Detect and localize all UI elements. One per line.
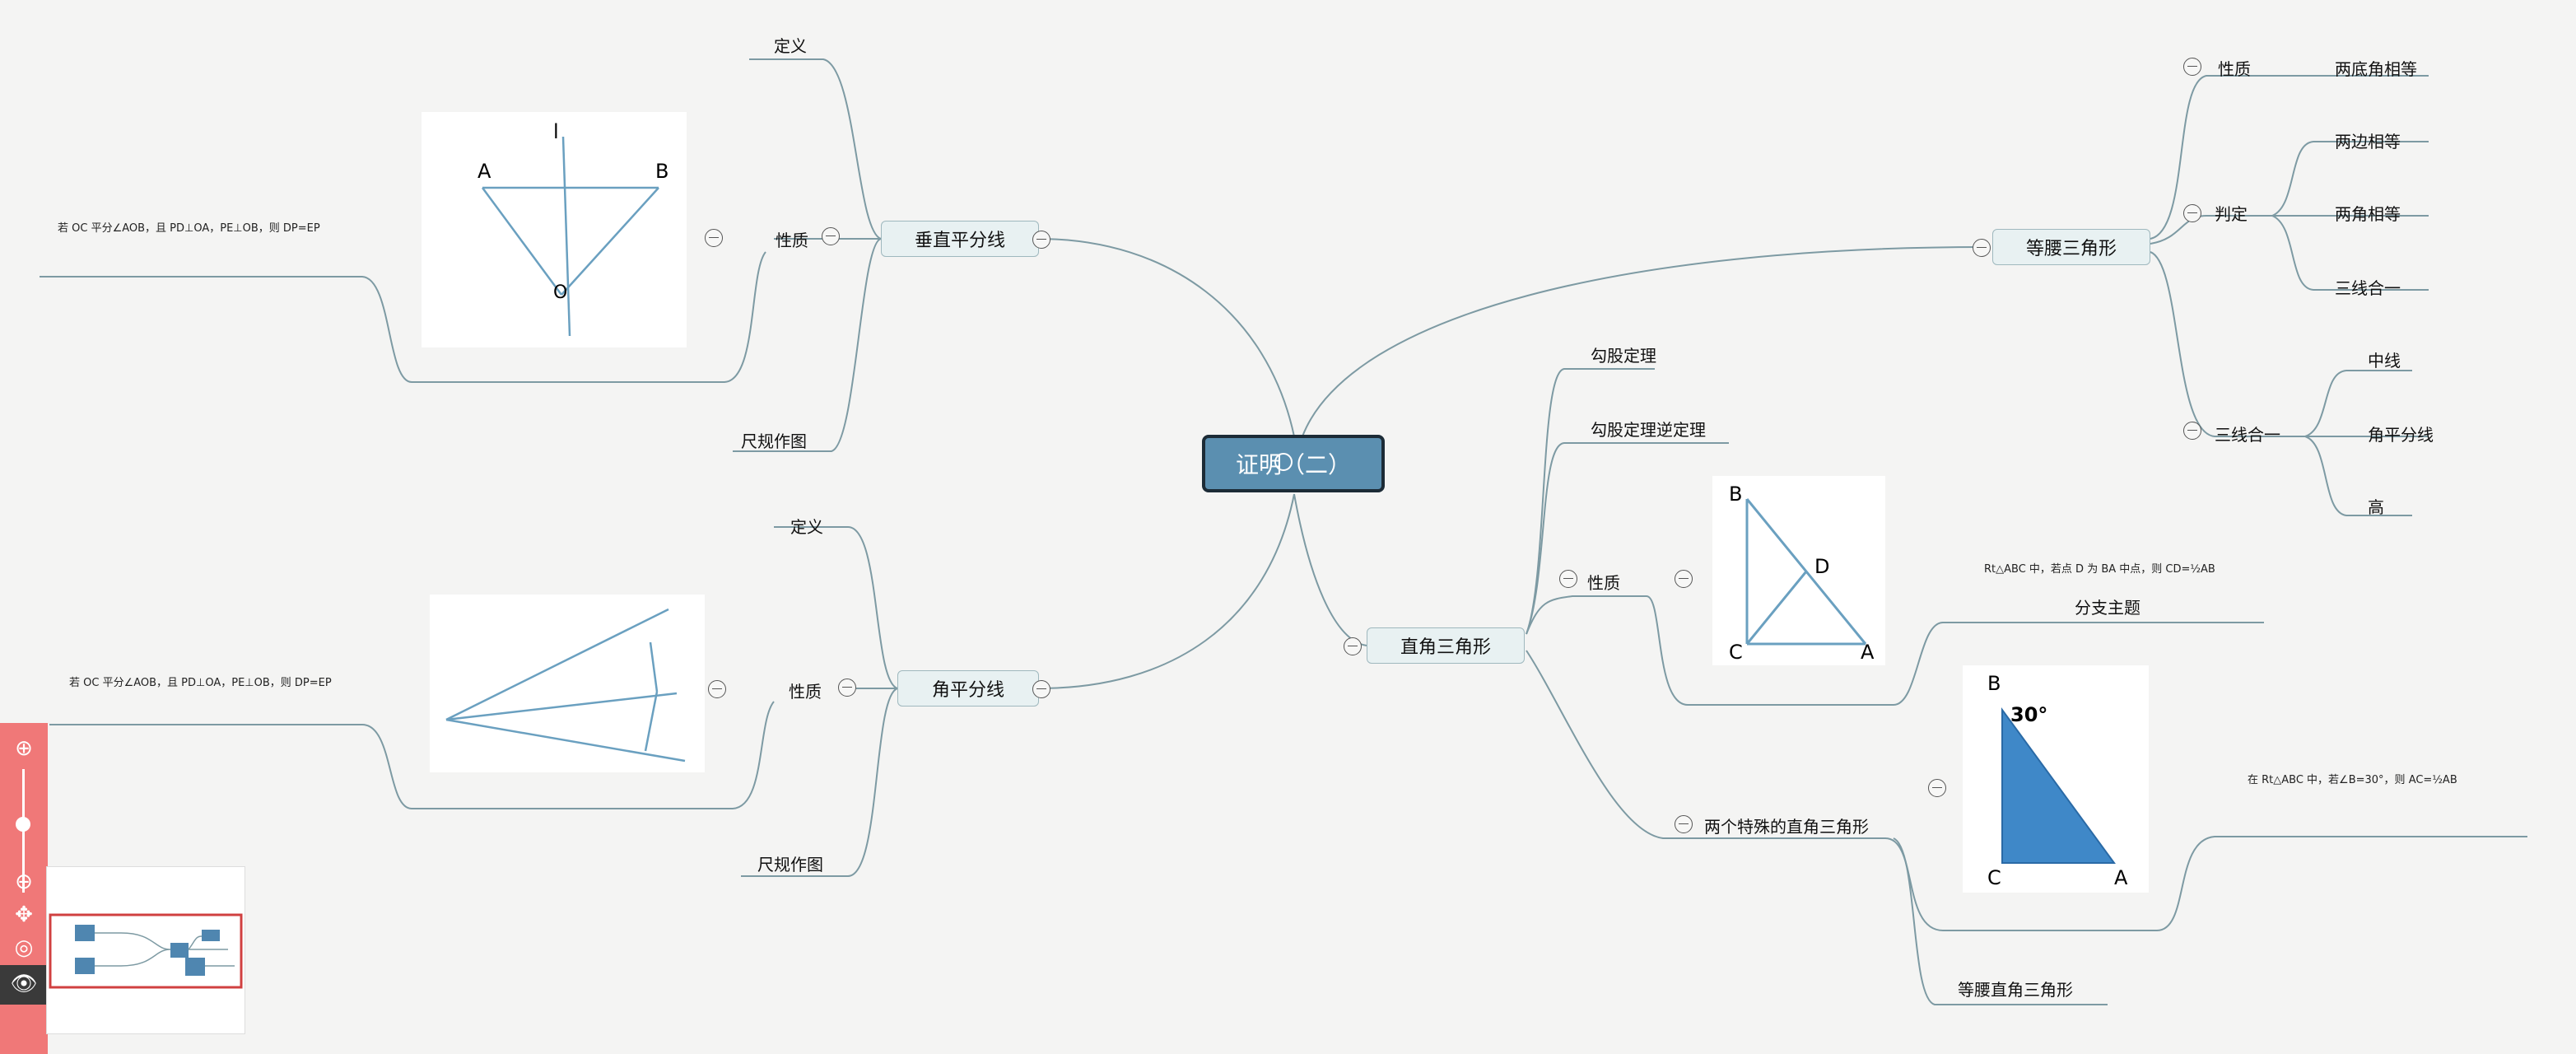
collapse-icon[interactable]: [838, 679, 856, 697]
zoom-in-icon[interactable]: ⊕: [15, 736, 33, 761]
topic-label: 直角三角形: [1400, 637, 1491, 658]
point-label: D: [1814, 555, 1829, 578]
subtopic-construction[interactable]: 尺规作图: [741, 431, 807, 451]
preview-toggle[interactable]: 👁: [0, 965, 48, 1005]
subtopic-pythagoras[interactable]: 勾股定理: [1591, 346, 1656, 366]
topic-perpendicular-bisector[interactable]: 垂直平分线: [881, 221, 1039, 257]
subtopic-isosceles-right[interactable]: 等腰直角三角形: [1958, 980, 2073, 1000]
special-triangle-note: 在 Rt△ABC 中，若∠B=30°，则 AC=½AB: [2248, 774, 2457, 786]
angle-bisector-diagram: [445, 608, 686, 763]
collapse-icon[interactable]: [1032, 231, 1050, 249]
eye-icon: 👁: [10, 972, 38, 996]
point-label: A: [477, 160, 491, 183]
collapse-icon[interactable]: [822, 227, 840, 245]
central-topic[interactable]: 证明（二）: [1202, 435, 1385, 492]
collapse-icon[interactable]: [1032, 680, 1050, 698]
subtopic-judgement[interactable]: 判定: [2215, 204, 2248, 224]
subtopic-property[interactable]: 性质: [789, 682, 822, 702]
topic-isosceles-triangle[interactable]: 等腰三角形: [1992, 229, 2150, 265]
subtopic-definition[interactable]: 定义: [790, 517, 823, 537]
property-value[interactable]: 两底角相等: [2335, 59, 2417, 79]
subtopic-pythagoras-converse[interactable]: 勾股定理逆定理: [1591, 420, 1706, 440]
topic-label: 等腰三角形: [2025, 239, 2117, 259]
point-label: l: [553, 120, 559, 143]
collapse-icon[interactable]: [1928, 779, 1946, 797]
collapse-icon[interactable]: [2183, 58, 2201, 76]
right-triangle-figure[interactable]: B C A D: [1712, 476, 1885, 665]
point-label: C: [1729, 641, 1743, 664]
collapse-icon[interactable]: [2183, 204, 2201, 222]
subtopic-property[interactable]: 性质: [2218, 59, 2251, 79]
topic-label: 角平分线: [931, 680, 1004, 701]
thirty-degree-figure[interactable]: B 30° C A: [1963, 665, 2149, 893]
topic-angle-bisector[interactable]: 角平分线: [897, 670, 1039, 707]
point-label: B: [1729, 483, 1742, 506]
angle-property-note: 若 OC 平分∠AOB，且 PD⊥OA，PE⊥OB，则 DP=EP: [69, 677, 332, 689]
point-label: C: [1987, 866, 2001, 889]
subtopic-property[interactable]: 性质: [776, 231, 808, 250]
perp-bisector-figure[interactable]: A B l O: [422, 112, 687, 347]
judge-item[interactable]: 两边相等: [2335, 132, 2401, 152]
point-label: A: [1861, 641, 1875, 664]
subtopic-construction[interactable]: 尺规作图: [757, 855, 823, 874]
collapse-icon[interactable]: [705, 229, 723, 247]
subtopic-three-lines[interactable]: 三线合一: [2215, 425, 2280, 445]
zoom-slider-handle[interactable]: [16, 817, 30, 832]
subtopic-property[interactable]: 性质: [1587, 573, 1620, 593]
point-label: B: [1987, 672, 2001, 695]
right-property-note: Rt△ABC 中，若点 D 为 BA 中点，则 CD=½AB: [1984, 563, 2215, 576]
thirty-degree-triangle: B 30° C A: [1987, 672, 2128, 889]
angle-bisector-figure[interactable]: [430, 595, 705, 772]
topic-right-triangle[interactable]: 直角三角形: [1367, 627, 1525, 664]
minimap-preview: [49, 913, 243, 989]
zoom-out-icon[interactable]: ⊖: [15, 870, 33, 894]
angle-label: 30°: [2010, 703, 2047, 726]
minimap[interactable]: [46, 866, 245, 1034]
topic-label: 垂直平分线: [914, 231, 1005, 251]
collapse-icon[interactable]: [1675, 570, 1693, 588]
collapse-icon[interactable]: [1344, 637, 1362, 655]
three-lines-item[interactable]: 角平分线: [2368, 425, 2434, 445]
point-label: A: [2114, 866, 2128, 889]
subtopic-definition[interactable]: 定义: [774, 36, 807, 56]
point-label: O: [553, 282, 567, 303]
collapse-icon[interactable]: [1559, 570, 1577, 588]
judge-item[interactable]: 三线合一: [2335, 278, 2401, 298]
zoom-toolbar: ⊕ ⊖ ✥ ◎: [0, 723, 48, 1054]
three-lines-item[interactable]: 中线: [2368, 351, 2401, 371]
judge-item[interactable]: 两角相等: [2335, 204, 2401, 224]
central-topic-label: 证明（二）: [1235, 451, 1351, 478]
perp-bisector-diagram: A B l O: [477, 120, 668, 337]
cursor-icon: [1274, 453, 1293, 471]
collapse-icon[interactable]: [2183, 422, 2201, 440]
subtopic-branch[interactable]: 分支主题: [2075, 598, 2140, 618]
collapse-icon[interactable]: [708, 680, 726, 698]
perp-property-note: 若 OC 平分∠AOB，且 PD⊥OA，PE⊥OB，则 DP=EP: [58, 222, 320, 235]
point-label: B: [655, 160, 668, 183]
collapse-icon[interactable]: [1675, 815, 1693, 833]
three-lines-item[interactable]: 高: [2368, 497, 2384, 517]
right-triangle-diagram: B C A D: [1729, 483, 1875, 664]
collapse-icon[interactable]: [1973, 239, 1991, 257]
fit-view-icon[interactable]: ◎: [14, 935, 34, 960]
subtopic-special-triangles[interactable]: 两个特殊的直角三角形: [1704, 817, 1869, 837]
move-icon[interactable]: ✥: [15, 902, 33, 927]
